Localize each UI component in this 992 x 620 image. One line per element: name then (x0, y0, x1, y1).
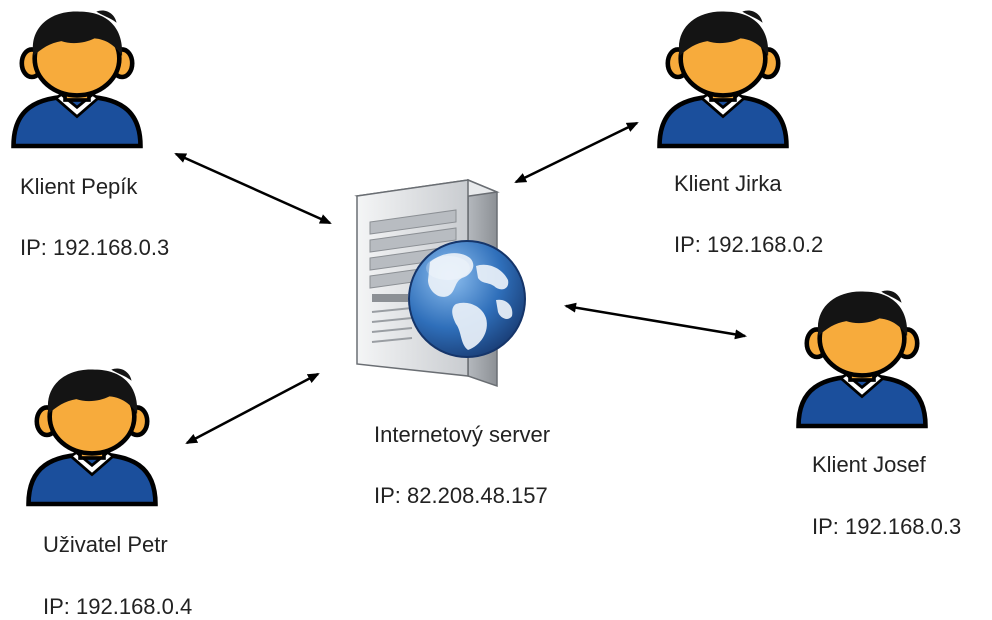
person-icon-petr (29, 369, 156, 504)
client-josef-name: Klient Josef (812, 452, 926, 477)
client-jirka-ip: IP: 192.168.0.2 (674, 232, 824, 257)
person-icon-josef (799, 291, 926, 426)
person-icon-pepik (14, 11, 141, 146)
connection-arrows (174, 121, 747, 445)
arrow-josef-server (564, 302, 747, 340)
arrow-pepik-server (174, 152, 332, 225)
user-petr-name: Uživatel Petr (43, 532, 168, 557)
client-jirka-name: Klient Jirka (674, 171, 782, 196)
client-josef-ip: IP: 192.168.0.3 (812, 514, 962, 539)
user-petr-ip: IP: 192.168.0.4 (43, 594, 193, 619)
person-icon-jirka (660, 11, 787, 146)
client-pepik-name: Klient Pepík (20, 174, 138, 199)
server-name: Internetový server (374, 422, 551, 447)
server-ip: IP: 82.208.48.157 (374, 483, 548, 508)
arrow-petr-server (185, 372, 320, 445)
arrow-jirka-server (514, 121, 639, 184)
globe-icon (408, 240, 526, 358)
client-pepik-ip: IP: 192.168.0.3 (20, 235, 170, 260)
